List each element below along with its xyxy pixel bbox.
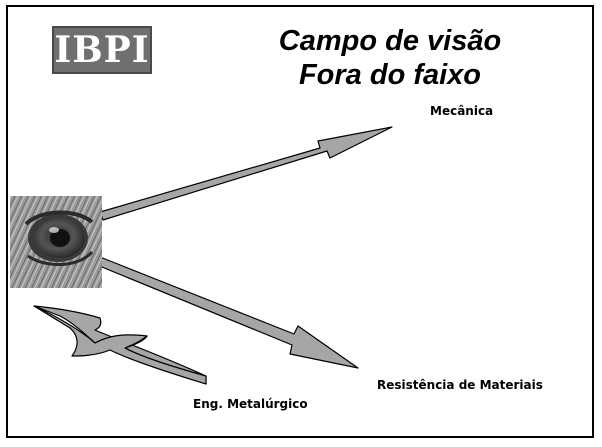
title-line-2: Fora do faixo [298,59,482,91]
ibpi-logo: IBPI [52,26,152,74]
arrow-to-resistencia [96,256,359,369]
slide-frame [6,5,594,438]
label-resistencia: Resistência de Materiais [377,378,543,392]
label-eng-metalurgico: Eng. Metalúrgico [193,397,308,411]
slide-title: Campo de visão Fora do faixo [240,24,540,92]
arrow-return-body [33,305,207,385]
label-mecanica: Mecânica [430,104,494,118]
title-line-1: Campo de visão [278,25,502,57]
arrow-to-mecanica [99,126,393,221]
eye-image [10,196,102,288]
